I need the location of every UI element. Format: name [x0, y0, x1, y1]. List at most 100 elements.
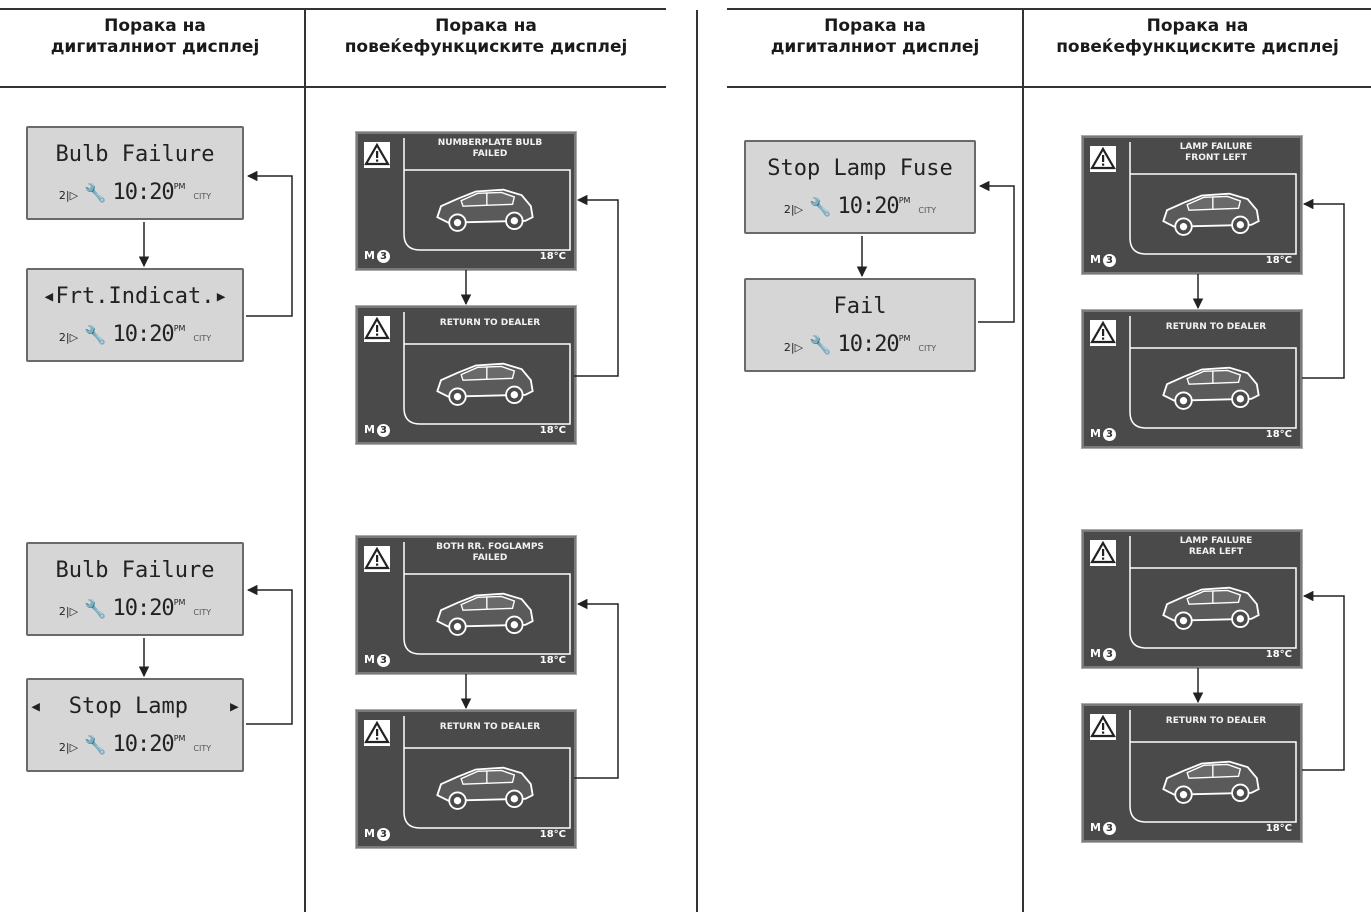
- clock-suffix: PM: [898, 196, 911, 205]
- lcd-status-line: 2|▷ 🔧10:20PM CITY: [746, 332, 974, 357]
- temperature: 18°C: [1265, 429, 1292, 440]
- wrench-icon: 🔧: [809, 335, 832, 356]
- clock-time: 10:20: [112, 732, 174, 757]
- drive-mode: CITY: [193, 744, 212, 753]
- flow-arrow-loop: [978, 180, 1015, 323]
- flow-arrow-loop: [246, 170, 293, 317]
- temperature: 18°C: [1265, 823, 1292, 834]
- wrench-icon: 🔧: [84, 183, 107, 204]
- drive-mode: CITY: [193, 192, 212, 201]
- flow-arrow-loop: [1302, 198, 1345, 379]
- mfd-message: RETURN TO DEALER: [1165, 322, 1267, 332]
- mfd-frame-graphic: [1129, 316, 1297, 429]
- lcd-status-line: 2|▷🔧10:20PMCITY: [28, 180, 242, 205]
- odometer-icon: 2|▷: [58, 331, 79, 344]
- temperature: 18°C: [539, 425, 566, 436]
- header-rule-right: [727, 86, 1371, 88]
- drive-mode: CITY: [918, 344, 937, 353]
- mfd-frame-graphic: [1129, 142, 1297, 255]
- odometer-icon: 2|▷: [783, 203, 804, 216]
- lcd-bulb-failure-1: Bulb Failure 2|▷🔧10:20PMCITY: [26, 126, 244, 220]
- lcd-message: Bulb Failure: [55, 142, 215, 167]
- top-rule-right: [727, 8, 1371, 10]
- column-divider-right: [1022, 10, 1024, 912]
- lcd-bulb-failure-2: Bulb Failure 2|▷🔧10:20PMCITY: [26, 542, 244, 636]
- wrench-icon: 🔧: [84, 735, 107, 756]
- clock-time: 10:20: [112, 180, 174, 205]
- lcd-status-line: 2|▷🔧10:20PMCITY: [28, 732, 242, 757]
- odometer-icon: 2|▷: [58, 741, 79, 754]
- lcd-status-line: 2|▷ 🔧10:20PM CITY: [28, 322, 242, 347]
- flow-arrow-loop: [574, 194, 619, 377]
- drive-mode: CITY: [193, 334, 212, 343]
- warning-triangle-icon: [364, 316, 390, 342]
- clock-suffix: PM: [173, 182, 186, 191]
- lcd-status-line: 2|▷🔧10:20PMCITY: [28, 596, 242, 621]
- clock-time: 10:20: [112, 322, 174, 347]
- lcd-message: Stop Lamp Fuse: [767, 156, 953, 181]
- drive-mode: CITY: [193, 608, 212, 617]
- warning-triangle-icon: [364, 546, 390, 572]
- top-rule-left: [0, 8, 666, 10]
- mfd-frame-graphic: [403, 542, 571, 655]
- lcd-fail: Fail 2|▷ 🔧10:20PM CITY: [744, 278, 976, 372]
- drive-mode: CITY: [918, 206, 937, 215]
- temperature: 18°C: [539, 829, 566, 840]
- mfd-frame-graphic: [403, 138, 571, 251]
- warning-triangle-icon: [364, 720, 390, 746]
- clock-suffix: PM: [898, 334, 911, 343]
- clock-time: 10:20: [837, 332, 899, 357]
- temperature: 18°C: [1265, 649, 1292, 660]
- warning-triangle-icon: [1090, 540, 1116, 566]
- lcd-message: Fail: [833, 294, 887, 319]
- warning-triangle-icon: [1090, 714, 1116, 740]
- header-rule-left: [0, 86, 666, 88]
- mfd-frame-graphic: [403, 312, 571, 425]
- lcd-stop-lamp: ◂ Stop Lamp ▸ 2|▷🔧10:20PMCITY: [26, 678, 244, 772]
- wrench-icon: 🔧: [84, 325, 107, 346]
- clock-time: 10:20: [837, 194, 899, 219]
- lcd-message: ◂Frt.Indicat.▸: [42, 284, 228, 309]
- warning-triangle-icon: [364, 142, 390, 168]
- flow-arrow-loop: [574, 598, 619, 779]
- odometer-icon: 2|▷: [58, 605, 79, 618]
- mfd-message: RETURN TO DEALER: [1165, 716, 1267, 726]
- flow-arrow-loop: [246, 584, 293, 725]
- mfd-frame-graphic: [1129, 536, 1297, 649]
- page-divider: [696, 10, 698, 912]
- mfd-message: RETURN TO DEALER: [439, 722, 541, 732]
- flow-arrow-loop: [1302, 590, 1345, 771]
- lcd-message: Bulb Failure: [55, 558, 215, 583]
- lcd-status-line: 2|▷ 🔧10:20PM CITY: [746, 194, 974, 219]
- clock-time: 10:20: [112, 596, 174, 621]
- clock-suffix: PM: [173, 324, 186, 333]
- odometer-icon: 2|▷: [783, 341, 804, 354]
- mfd-frame-graphic: [1129, 710, 1297, 823]
- wrench-icon: 🔧: [809, 197, 832, 218]
- lcd-frt-indicat: ◂Frt.Indicat.▸ 2|▷ 🔧10:20PM CITY: [26, 268, 244, 362]
- column-divider-left: [304, 10, 306, 912]
- temperature: 18°C: [1265, 255, 1292, 266]
- mfd-message: RETURN TO DEALER: [439, 318, 541, 328]
